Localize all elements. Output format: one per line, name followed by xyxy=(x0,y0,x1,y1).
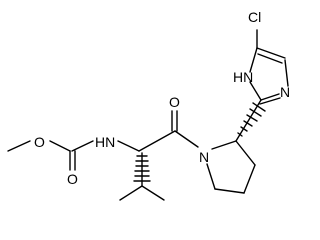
bond-imid-c-nh xyxy=(249,81,262,101)
bond-c5-n xyxy=(206,163,216,190)
atom-pyrrolidine-n: N xyxy=(199,149,209,165)
molecule-structure: Cl HN N O HN O O N xyxy=(7,9,290,201)
bond-amide-n xyxy=(174,130,199,148)
atom-ketone-oxygen: O xyxy=(169,94,180,110)
atom-imidazole-n: N xyxy=(280,84,290,100)
bond-nh-alpha xyxy=(117,140,140,152)
atom-carbonyl-oxygen: O xyxy=(67,171,78,187)
bond-imid-cc-double-b xyxy=(257,53,283,64)
bond-imid-c-n-b xyxy=(259,97,281,105)
stereo-hash-pyrrolidine xyxy=(237,102,266,137)
bond-imid-n-c xyxy=(284,59,289,87)
bond-carbonyl-nh xyxy=(71,140,94,152)
bond-n-c2 xyxy=(211,140,237,150)
bond-c3-c4 xyxy=(243,164,256,194)
atom-chlorine: Cl xyxy=(248,9,261,25)
atom-ester-oxygen: O xyxy=(34,134,45,150)
bond-isopropyl-methyl-right xyxy=(141,185,165,201)
stereo-hash-alpha xyxy=(133,155,151,182)
bond-imid-c-n-a xyxy=(260,93,280,101)
bond-methyl-oxygen xyxy=(7,140,31,152)
bond-isopropyl-methyl-left xyxy=(119,185,143,201)
bond-c4-c5 xyxy=(214,188,245,194)
bond-imid-cc-double-a xyxy=(256,47,286,59)
atom-amide-nh: HN xyxy=(95,134,115,150)
bond-imid-c-nh-top xyxy=(249,47,258,73)
bonds xyxy=(7,29,289,201)
bond-oxygen-carbonyl xyxy=(49,140,71,152)
bond-c2-c3 xyxy=(235,140,256,166)
atom-imidazole-nh: HN xyxy=(233,69,253,85)
bond-alpha-amide xyxy=(138,130,176,152)
atom-labels: Cl HN N O HN O O N xyxy=(34,9,290,187)
